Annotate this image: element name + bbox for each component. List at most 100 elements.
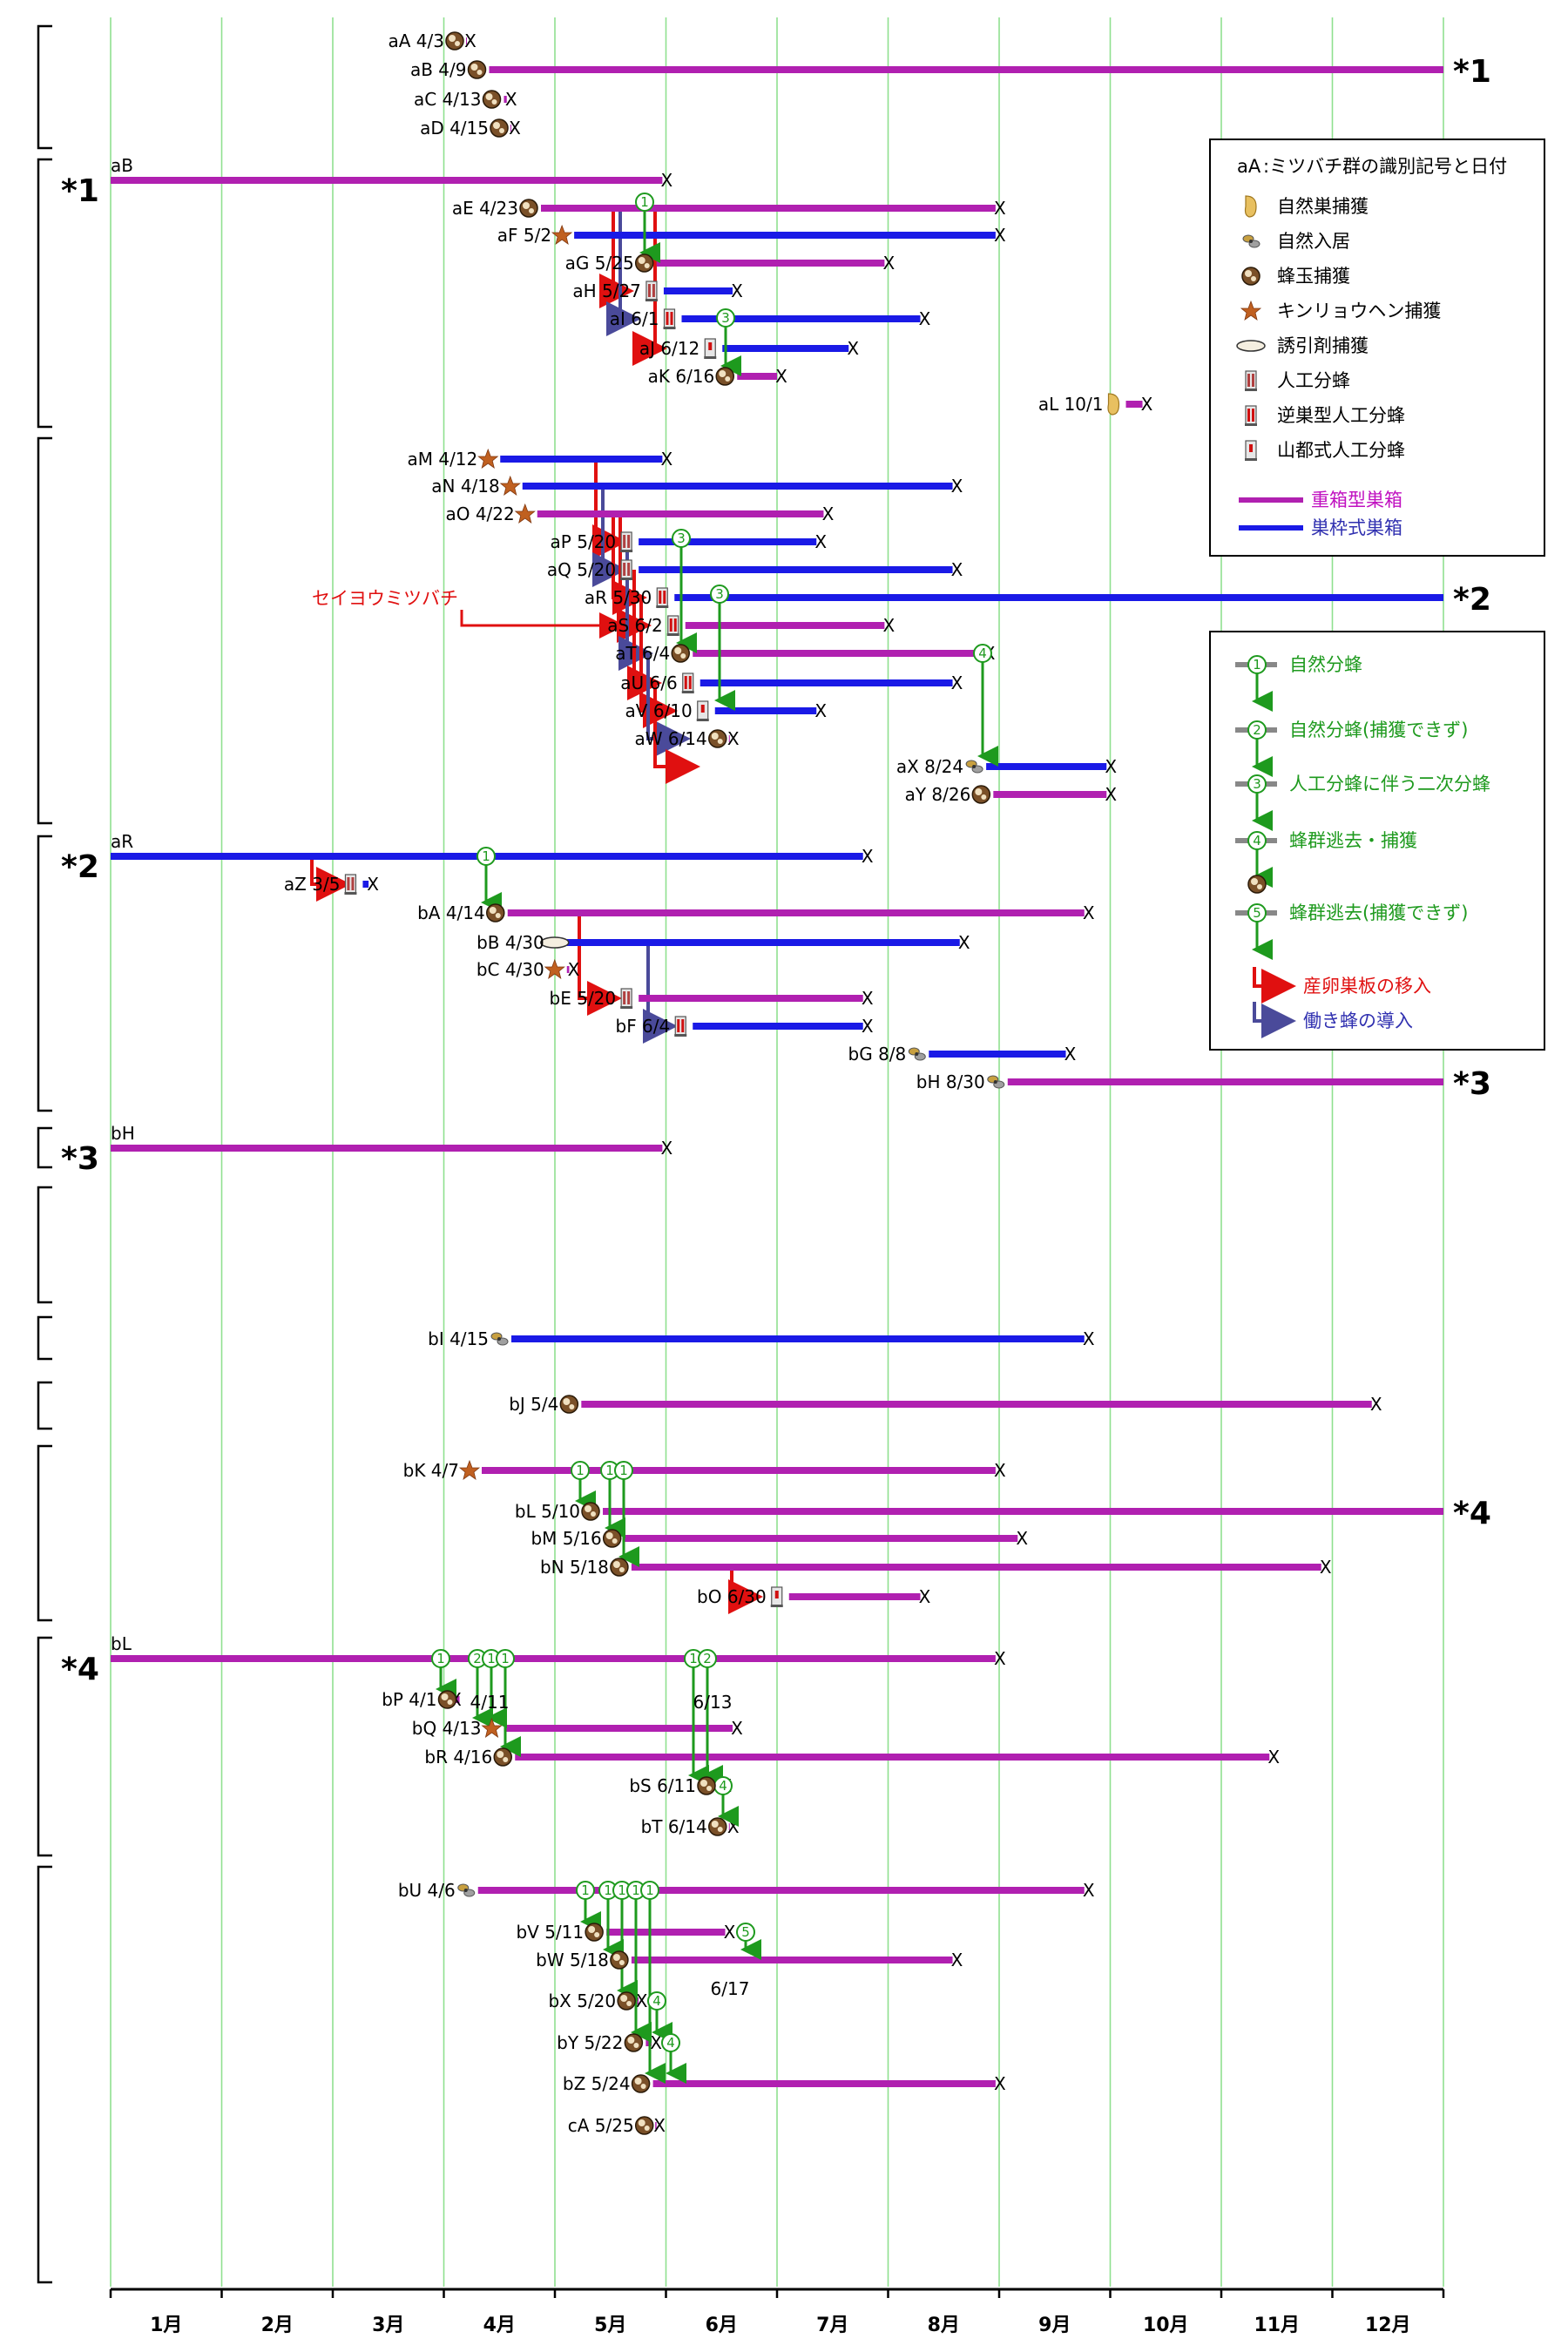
continuation-mark: *3	[61, 1141, 99, 1177]
swarm-code-circle	[640, 1881, 659, 1900]
swarm-code-number: 4	[652, 1993, 661, 2009]
colony-label-bT: bT 6/14	[641, 1816, 707, 1837]
colony-label-aN: aN 4/18	[431, 476, 500, 497]
lure-icon	[540, 936, 570, 949]
end-x-mark: X	[994, 198, 1006, 219]
artificial-icon	[620, 531, 633, 552]
group-bracket	[37, 1636, 52, 1857]
colony-label-aJ: aJ 6/12	[639, 338, 700, 359]
end-x-mark: X	[951, 1950, 963, 1970]
kinryouhen-icon	[1240, 300, 1262, 321]
colony-label-bR: bR 4/16	[424, 1747, 492, 1767]
swarm-code-number: 2	[473, 1651, 482, 1666]
continuation-mark: *4	[61, 1652, 99, 1687]
end-x-mark: X	[505, 89, 517, 110]
end-x-mark: X	[919, 308, 931, 329]
date-note: 6/13	[693, 1692, 733, 1713]
colony-label-bJ: bJ 5/4	[509, 1394, 558, 1415]
legend-navy-arrow	[1253, 1002, 1296, 1038]
end-x-mark: X	[661, 1138, 673, 1159]
colony-label-aB: aB	[111, 155, 133, 176]
swarm-capture-icon	[519, 199, 538, 218]
colony-label-aC: aC 4/13	[414, 89, 482, 110]
swarm-code-circle	[1247, 903, 1267, 923]
legend-sukuwaku-label: 巣枠式巣箱	[1311, 517, 1402, 538]
colony-label-bN: bN 5/18	[540, 1557, 609, 1578]
end-x-mark: X	[1083, 902, 1095, 923]
date-note: 6/17	[711, 1978, 750, 1999]
swarm-code-number: 1	[482, 848, 490, 864]
end-x-mark: X	[724, 1922, 736, 1943]
colony-label-aO: aO 4/22	[445, 504, 514, 524]
brood-transfer-link	[612, 514, 647, 615]
end-x-mark: X	[731, 1718, 743, 1739]
end-x-mark: X	[464, 30, 476, 51]
swarm-code-number: 1	[1253, 657, 1261, 672]
swarm-code-number: 1	[645, 1882, 654, 1898]
swarm-code-number: 2	[1253, 722, 1261, 738]
end-x-mark: X	[1105, 756, 1117, 777]
artificial-icon	[620, 988, 633, 1009]
group-bracket	[37, 436, 52, 825]
colony-label-aD: aD 4/15	[420, 118, 489, 139]
group-bracket	[37, 835, 52, 1112]
end-x-mark: X	[994, 1648, 1006, 1669]
colony-label-bS: bS 6/11	[629, 1775, 696, 1796]
swarm-code-circle	[1247, 774, 1267, 794]
month-label: 10月	[1143, 2315, 1189, 2336]
swarm-code-number: 3	[715, 586, 724, 602]
colony-label-bW: bW 5/18	[536, 1950, 609, 1970]
swarm-capture-icon	[634, 2116, 654, 2135]
group-bracket	[37, 158, 52, 429]
continuation-mark: *4	[1453, 1496, 1491, 1531]
swarm-capture-icon	[634, 253, 654, 273]
yamato-icon	[1245, 440, 1257, 461]
end-x-mark: X	[509, 118, 521, 139]
colony-label-aV: aV 6/10	[625, 700, 693, 721]
swarm-code-circle	[716, 308, 735, 328]
end-x-mark: X	[775, 366, 787, 387]
end-x-mark: X	[650, 2032, 662, 2053]
brood-transfer-link	[728, 1567, 763, 1614]
colony-label-bB: bB 4/30	[476, 932, 544, 953]
end-x-mark: X	[1105, 784, 1117, 805]
legend-swarm-label: 自然分蜂	[1289, 654, 1362, 675]
end-x-mark: X	[661, 170, 673, 191]
colony-label-aW: aW 6/14	[634, 728, 706, 749]
end-x-mark: X	[661, 449, 673, 470]
swarm-capture-icon	[671, 644, 690, 663]
group-bracket	[37, 1381, 52, 1430]
kinryouhen-icon	[551, 224, 573, 245]
month-label: 12月	[1365, 2315, 1411, 2336]
swarm-capture-icon	[617, 1991, 636, 2011]
swarm-code-number: 1	[604, 1882, 612, 1898]
colony-label-bL: bL	[111, 1633, 132, 1654]
colony-label-aT: aT 6/4	[615, 643, 670, 664]
swarm-code-circle	[496, 1649, 515, 1668]
legend-red-arrow	[1253, 967, 1296, 1004]
colony-label-bU: bU 4/6	[398, 1880, 456, 1901]
swarm-code-circle	[736, 1923, 755, 1942]
end-x-mark: X	[847, 338, 859, 359]
reverse-icon	[674, 1016, 687, 1037]
swarm-code-number: 4	[978, 645, 987, 661]
legend-red-label: 産卵巣板の移入	[1303, 976, 1431, 997]
swarm-code-circle	[1247, 831, 1267, 850]
colony-label-aI: aI 6/1	[610, 308, 659, 329]
swarm-code-number: 1	[618, 1882, 626, 1898]
end-x-mark: X	[727, 1816, 740, 1837]
natural-nest-icon	[1244, 195, 1257, 218]
legend-item-label: 自然入居	[1277, 231, 1350, 252]
end-x-mark: X	[1267, 1747, 1280, 1767]
swarm-code-number: 1	[619, 1463, 628, 1478]
continuation-mark: *2	[61, 849, 99, 885]
reverse-icon	[1245, 405, 1257, 426]
swarm-capture-icon	[602, 1529, 622, 1548]
artificial-icon	[344, 874, 357, 895]
legend-swarm-label: 蜂群逃去(捕獲できず)	[1289, 902, 1468, 923]
end-x-mark: X	[862, 1016, 874, 1037]
legend-item-label: キンリョウヘン捕獲	[1277, 301, 1441, 321]
end-x-mark: X	[822, 504, 835, 524]
